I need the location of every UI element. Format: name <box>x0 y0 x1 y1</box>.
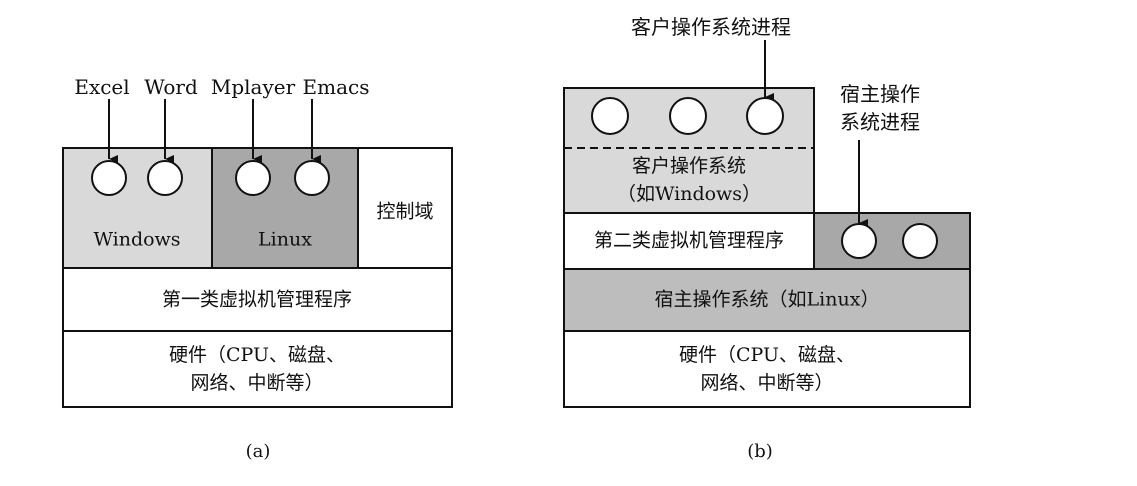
hardware-label-a-line2: 网络、中断等） <box>190 372 324 394</box>
guest-process-circle-2 <box>669 97 707 135</box>
excel-process-circle <box>91 160 127 196</box>
control-domain-box <box>357 147 453 269</box>
type1-hypervisor-box <box>62 267 453 332</box>
emacs-label: Emacs <box>302 75 370 99</box>
type2-hypervisor-box <box>563 212 815 270</box>
caption-b: (b) <box>747 441 773 462</box>
guest-process-label: 客户操作系统进程 <box>631 15 791 39</box>
hardware-box-a <box>62 330 453 408</box>
word-process-circle <box>147 160 183 196</box>
hardware-box-b <box>563 330 971 408</box>
windows-label: Windows <box>93 228 181 251</box>
host-os-label: 宿主操作系统（如Linux） <box>654 288 880 311</box>
guest-os-label-line2: （如Windows） <box>616 183 762 205</box>
hardware-label-b: 硬件（CPU、磁盘、 网络、中断等） <box>679 341 855 397</box>
mplayer-label: Mplayer <box>210 75 296 99</box>
host-os-box <box>563 268 971 332</box>
host-process-label: 宿主操作 系统进程 <box>840 80 920 136</box>
guest-os-label-line1: 客户操作系统 <box>631 155 746 177</box>
type1-hypervisor-label: 第一类虚拟机管理程序 <box>161 288 353 311</box>
hardware-label-b-line2: 网络、中断等） <box>700 372 834 394</box>
figure-b <box>563 40 971 408</box>
word-label: Word <box>144 75 198 99</box>
guest-process-circle-1 <box>591 97 629 135</box>
emacs-process-circle <box>294 160 330 196</box>
host-process-label-line1: 宿主操作 <box>840 82 920 106</box>
caption-a: (a) <box>245 441 271 462</box>
linux-label: Linux <box>258 228 312 251</box>
guest-process-circle-3 <box>746 97 784 135</box>
hardware-label-b-line1: 硬件（CPU、磁盘、 <box>678 344 856 366</box>
host-process-box <box>813 212 971 270</box>
mplayer-process-circle <box>235 160 271 196</box>
excel-label: Excel <box>74 75 130 99</box>
windows-domain-box <box>62 147 213 269</box>
hardware-label-a-line1: 硬件（CPU、磁盘、 <box>168 344 346 366</box>
host-process-circle-1 <box>841 223 877 259</box>
control-domain-label: 控制域 <box>376 200 434 223</box>
host-process-label-line2: 系统进程 <box>840 110 920 134</box>
linux-domain-box <box>211 147 359 269</box>
guest-os-label: 客户操作系统 （如Windows） <box>617 152 761 208</box>
host-process-circle-2 <box>902 223 938 259</box>
type2-hypervisor-label: 第二类虚拟机管理程序 <box>593 229 785 252</box>
hardware-label-a: 硬件（CPU、磁盘、 网络、中断等） <box>169 341 345 397</box>
figure-a <box>62 99 453 408</box>
